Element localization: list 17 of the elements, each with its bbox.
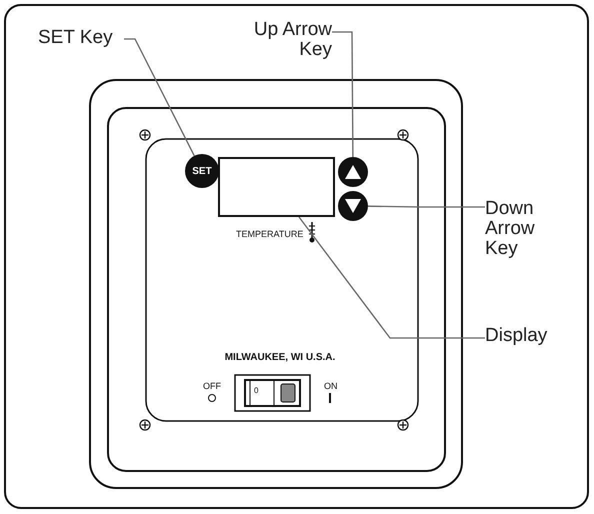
set-button: SET: [185, 154, 219, 188]
callout-label: Up Arrow Key: [236, 20, 332, 62]
leader-line: [332, 31, 354, 157]
callout-label: Down Arrow Key: [485, 199, 547, 259]
callout-label: SET Key: [38, 28, 124, 50]
down-arrow-button: [338, 191, 368, 221]
off-label: OFF: [203, 380, 221, 393]
up-arrow-button: [338, 157, 368, 187]
callout-label: Display: [485, 326, 559, 350]
switch-mark: 0: [254, 386, 258, 396]
leader-line: [124, 38, 195, 156]
temperature-label: TEMPERATURE: [236, 228, 304, 241]
address-text: MILWAUKEE, WI U.S.A.: [224, 351, 336, 365]
leader-line: [368, 206, 485, 208]
leader-line: [298, 216, 485, 339]
display-screen: [218, 157, 335, 217]
on-label: ON: [324, 380, 338, 393]
